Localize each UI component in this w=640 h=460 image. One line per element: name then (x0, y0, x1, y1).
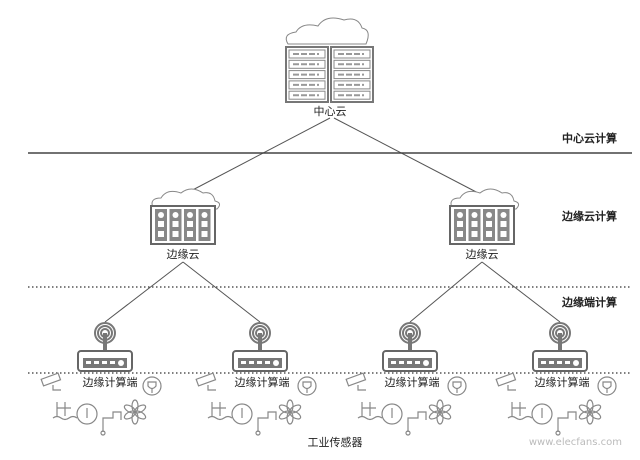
central-cloud-label: 中心云 (313, 105, 347, 118)
sensor-group (40, 372, 162, 436)
thermometer-gauge-icon (76, 403, 98, 425)
camera-icon (345, 372, 367, 391)
central-cloud-server-icon (285, 17, 374, 103)
edge-device-label: 边缘计算端 (82, 376, 138, 389)
edge-device-label: 边缘计算端 (234, 376, 290, 389)
water-level-icon (207, 402, 233, 421)
fan-icon (428, 399, 452, 425)
fan-icon (578, 399, 602, 425)
edge-router-icon (77, 322, 133, 372)
edge-cloud-label: 边缘云 (465, 248, 499, 261)
edge-cloud-server-icon (449, 188, 520, 245)
water-tap-icon (555, 411, 577, 436)
power-plug-icon (297, 376, 317, 396)
water-tap-icon (405, 411, 427, 436)
edge-router-icon (382, 322, 438, 372)
fan-icon (278, 399, 302, 425)
power-plug-icon (597, 376, 617, 396)
edge-cloud-server-icon (150, 188, 221, 245)
water-level-icon (507, 402, 533, 421)
water-tap-icon (255, 411, 277, 436)
water-level-icon (357, 402, 383, 421)
power-plug-icon (142, 376, 162, 396)
sensor-group (195, 372, 317, 436)
edge-router-icon (232, 322, 288, 372)
sensor-group (495, 372, 617, 436)
power-plug-icon (447, 376, 467, 396)
camera-icon (195, 372, 217, 391)
watermark-url: www.elecfans.com (528, 437, 622, 448)
thermometer-gauge-icon (531, 403, 553, 425)
tier-label-edge-cloud-computing: 边缘云计算 (562, 210, 617, 223)
water-tap-icon (100, 411, 122, 436)
edge-device-label: 边缘计算端 (534, 376, 590, 389)
thermometer-gauge-icon (381, 403, 403, 425)
tier-label-edge-device-computing: 边缘端计算 (562, 296, 617, 309)
tier-label-central-cloud-computing: 中心云计算 (562, 132, 617, 145)
connection-lines (104, 117, 561, 323)
industrial-sensors-label: 工业传感器 (307, 436, 363, 449)
edge-cloud-label: 边缘云 (166, 248, 200, 261)
water-level-icon (52, 402, 78, 421)
camera-icon (40, 372, 62, 391)
edge-router-icon (532, 322, 588, 372)
thermometer-gauge-icon (231, 403, 253, 425)
fan-icon (123, 399, 147, 425)
edge-device-label: 边缘计算端 (384, 376, 440, 389)
camera-icon (495, 372, 517, 391)
sensor-group (345, 372, 467, 436)
